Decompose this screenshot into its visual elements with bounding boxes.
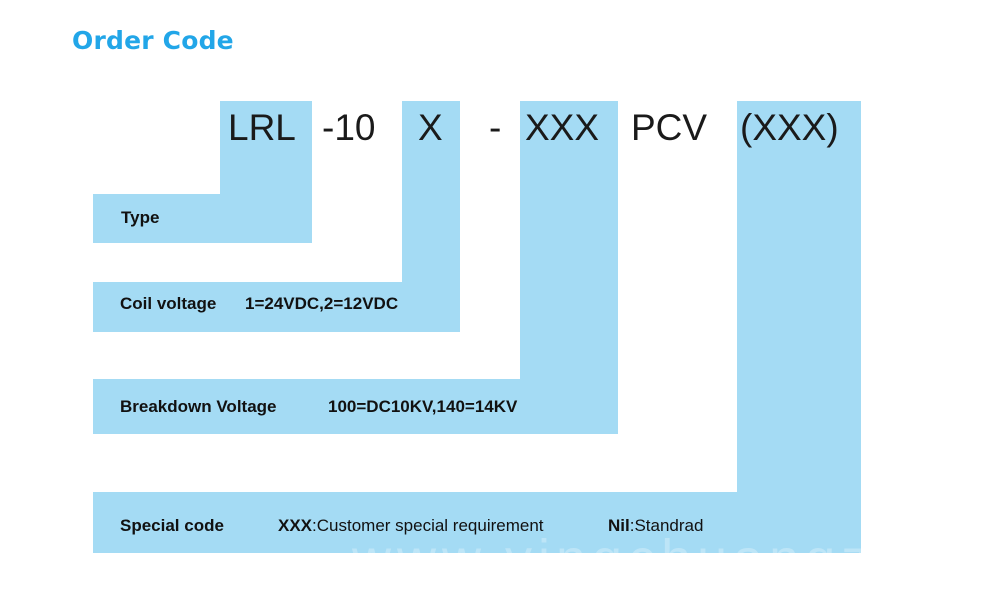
type-label: Type bbox=[121, 208, 160, 227]
special-code-option-custom-key: XXX bbox=[278, 516, 313, 535]
code-segment-series: PCV bbox=[631, 107, 708, 148]
code-segment-size: -10 bbox=[322, 107, 376, 148]
breakdown-voltage-label: Breakdown Voltage bbox=[120, 397, 277, 416]
special-code-option-custom: XXX:Customer special requirement bbox=[278, 516, 544, 536]
coil-voltage-options: 1=24VDC,2=12VDC bbox=[245, 294, 399, 313]
special-code-option-standard-value: :Standrad bbox=[629, 516, 704, 535]
type-label-block bbox=[93, 194, 312, 243]
special-code-block bbox=[737, 101, 861, 553]
special-code-option-standard-key: Nil bbox=[608, 516, 630, 535]
page-title: Order Code bbox=[72, 26, 234, 55]
coil-voltage-label: Coil voltage bbox=[120, 294, 217, 313]
code-segment-special: (XXX) bbox=[740, 107, 839, 148]
special-code-option-custom-value: :Customer special requirement bbox=[312, 516, 544, 535]
coil-label-block bbox=[93, 282, 460, 332]
code-segment-coil: X bbox=[418, 107, 443, 148]
watermark: www.yingchuangzhi.com bbox=[352, 529, 1000, 589]
code-segment-type: LRL bbox=[228, 107, 296, 148]
code-segment-dash: - bbox=[489, 107, 502, 148]
special-label-block bbox=[93, 492, 861, 553]
breakdown-voltage-options: 100=DC10KV,140=14KV bbox=[328, 397, 518, 416]
breakdown-code-block bbox=[520, 101, 618, 434]
breakdown-label-block bbox=[93, 379, 618, 434]
special-code-label: Special code bbox=[120, 516, 224, 535]
special-code-option-standard: Nil:Standrad bbox=[608, 516, 703, 536]
code-segment-breakdown: XXX bbox=[525, 107, 600, 148]
